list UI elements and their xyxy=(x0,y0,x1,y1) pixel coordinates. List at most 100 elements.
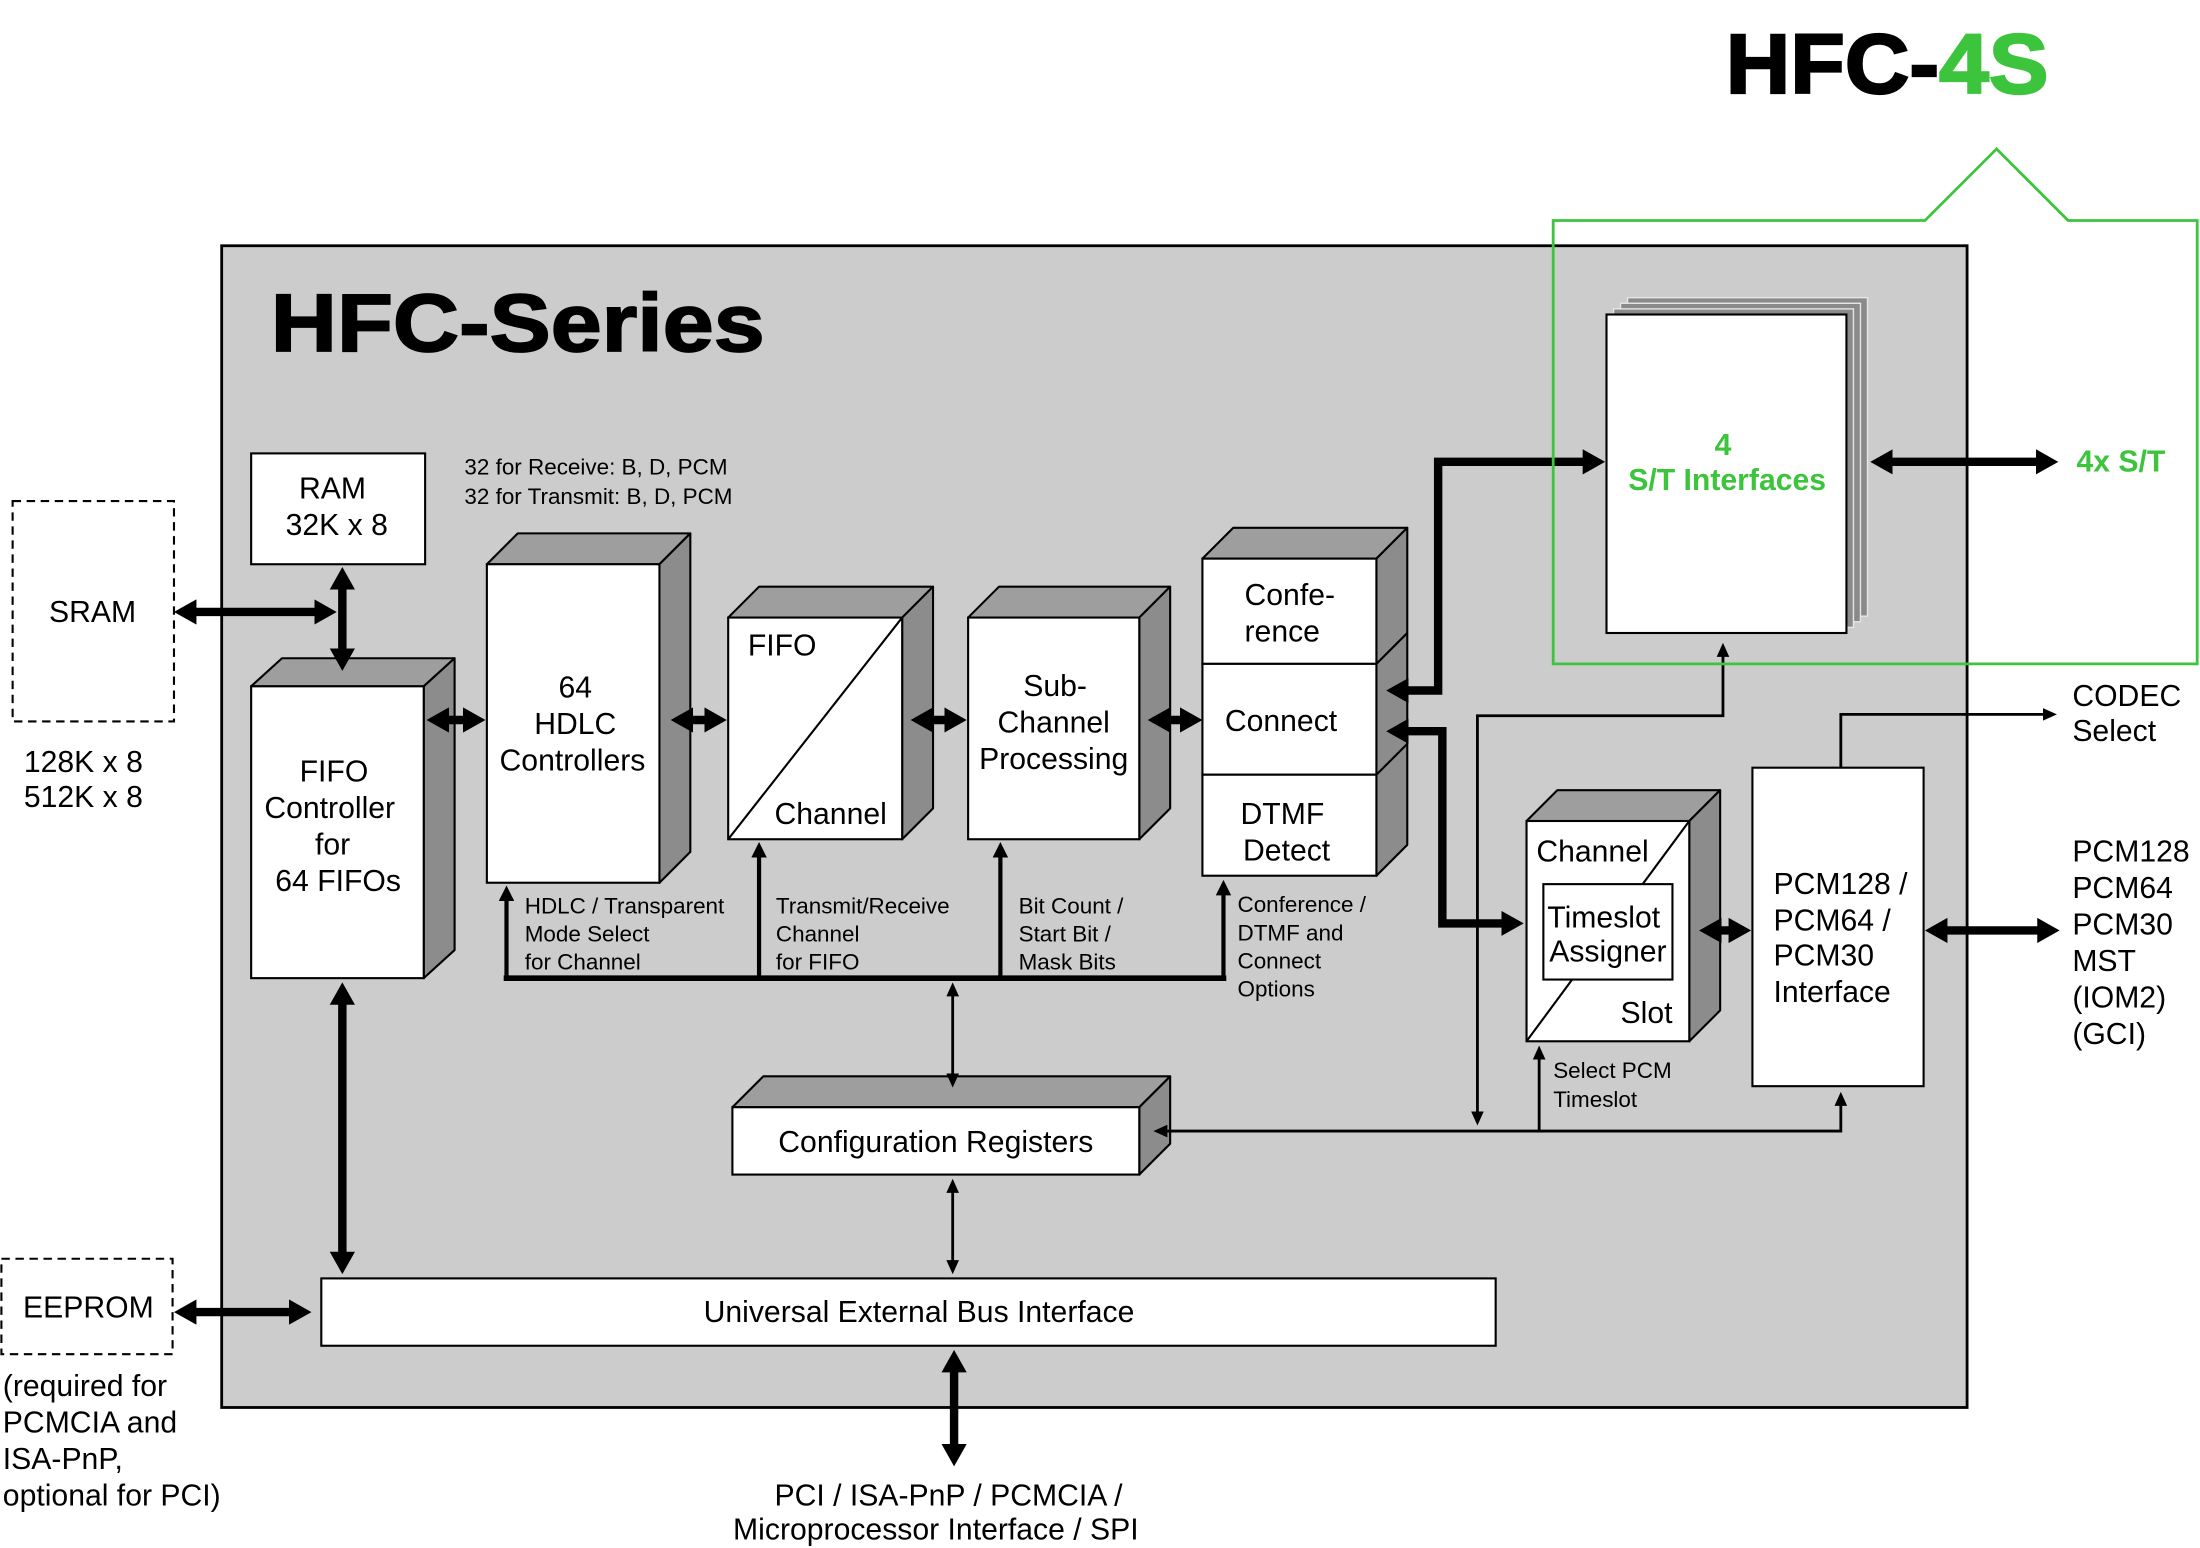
timeslot-inner-label: Timeslot Assigner xyxy=(1547,902,1668,969)
subchannel-top-face xyxy=(967,585,1172,619)
dtmf-label: DTMF Detect xyxy=(1241,798,1333,867)
st-interfaces-count: 4 xyxy=(1715,429,1732,462)
control-label-line: Mode Select xyxy=(525,922,650,947)
conference-label-line: rence xyxy=(1245,615,1320,648)
subchannel-block: Sub- Channel Processing xyxy=(967,585,1172,841)
st-interfaces-front xyxy=(1605,313,1848,635)
pcm-interface-box xyxy=(1751,766,1925,1088)
codec-select-arrow xyxy=(1839,708,2057,768)
hdlc-label-line: 64 xyxy=(558,672,592,705)
control-label-line: Connect xyxy=(1238,948,1322,973)
st-interfaces-block: 4 S/T Interfaces xyxy=(1605,296,1869,635)
pcm-interface-line: PCM30 xyxy=(1773,940,1874,973)
conference-label: Confe- rence xyxy=(1245,579,1344,648)
timeslot-assigner-block: Channel Timeslot Assigner Slot xyxy=(1525,789,1722,1043)
hdlc-controllers-block: 64 HDLC Controllers xyxy=(485,532,692,884)
subchannel-label-line: Sub- xyxy=(1023,670,1087,703)
fifo-controller-line: for xyxy=(315,829,350,862)
bus-interface-label: Universal External Bus Interface xyxy=(704,1296,1135,1329)
chip-title: HFC-4S xyxy=(1726,17,2049,111)
pcm-interface-line: PCM128 / xyxy=(1773,868,1908,901)
timeslot-bottom-label: Slot xyxy=(1621,997,1674,1030)
bit-count-label: Bit Count / Start Bit / Mask Bits xyxy=(1019,894,1130,975)
eeprom-note-line: PCMCIA and xyxy=(3,1407,177,1440)
pcm-output-label: PCM128 PCM64 PCM30 MST (IOM2) (GCI) xyxy=(2072,836,2198,1051)
sram-size-line: 128K x 8 xyxy=(24,746,143,779)
fifo-controller-side-face xyxy=(422,657,456,980)
timeslot-inner-line: Timeslot xyxy=(1547,902,1660,935)
eeprom-note-line: (required for xyxy=(3,1370,167,1403)
ram-label-line: 32K x 8 xyxy=(286,509,388,542)
control-label-line: DTMF and xyxy=(1238,920,1344,945)
bus-interface-box xyxy=(320,1277,1497,1347)
data-path-arrows xyxy=(173,449,2060,1467)
fifo-note-line: 32 for Transmit: B, D, PCM xyxy=(464,484,732,509)
codec-select-line: Select xyxy=(2072,715,2156,748)
subchannel-label-line: Channel xyxy=(998,707,1110,740)
eeprom-box xyxy=(0,1257,174,1356)
control-label-line: for FIFO xyxy=(776,950,860,975)
pcm-output-line: (GCI) xyxy=(2072,1018,2146,1051)
config-top-face xyxy=(731,1075,1172,1109)
timeslot-side-face xyxy=(1688,789,1722,1043)
conference-options-label: Conference / DTMF and Connect Options xyxy=(1238,892,1373,1001)
pcm-output-line: PCM64 xyxy=(2072,872,2173,905)
control-label-line: Start Bit / xyxy=(1019,922,1112,947)
config-st-arrow xyxy=(1471,642,1730,1126)
control-label-line: Conference / xyxy=(1238,892,1367,917)
config-pcm-arrow xyxy=(1153,1091,1848,1138)
sram-sizes: 128K x 8 512K x 8 xyxy=(24,746,151,814)
fifo-count-note: 32 for Receive: B, D, PCM 32 for Transmi… xyxy=(464,454,733,508)
config-registers-label: Configuration Registers xyxy=(778,1126,1093,1159)
sram-size-line: 512K x 8 xyxy=(24,781,143,814)
subchannel-label: Sub- Channel Processing xyxy=(979,670,1128,776)
hdlc-mode-label: HDLC / Transparent Mode Select for Chann… xyxy=(525,894,731,975)
host-interface-line: PCI / ISA-PnP / PCMCIA / xyxy=(774,1480,1123,1513)
sram-label: SRAM xyxy=(49,596,136,629)
control-label-line: Bit Count / xyxy=(1019,894,1125,919)
control-label-line: Timeslot xyxy=(1553,1087,1638,1112)
host-interface-label: PCI / ISA-PnP / PCMCIA / Microprocessor … xyxy=(733,1480,1139,1547)
chip-title-suffix: 4S xyxy=(1939,17,2048,111)
fifo-controller-line: Controller xyxy=(264,792,395,825)
dtmf-label-line: Detect xyxy=(1243,834,1331,867)
host-interface-line: Microprocessor Interface / SPI xyxy=(733,1513,1139,1546)
eeprom-note-line: optional for PCI) xyxy=(3,1480,221,1513)
sram-box xyxy=(11,500,176,723)
hdlc-label-line: HDLC xyxy=(534,708,616,741)
config-registers-block: Configuration Registers xyxy=(731,1075,1172,1176)
timeslot-top-label: Channel xyxy=(1536,836,1648,869)
subchannel-front xyxy=(967,616,1141,841)
pcm-output-line: (IOM2) xyxy=(2072,982,2166,1015)
ram-box xyxy=(250,452,427,566)
hfc-4s-highlight-outline xyxy=(1551,146,2199,666)
codec-select-line: CODEC xyxy=(2072,680,2181,713)
connect-st-arrow xyxy=(1386,449,1606,704)
dtmf-label-line: DTMF xyxy=(1241,798,1325,831)
fifo-controller-top-face xyxy=(250,657,456,688)
control-label-line: Select PCM xyxy=(1553,1058,1671,1083)
pcm-output-line: MST xyxy=(2072,945,2136,978)
st-interfaces-label: 4 S/T Interfaces xyxy=(1628,429,1826,497)
control-label-line: HDLC / Transparent xyxy=(525,894,725,919)
subchannel-label-line: Processing xyxy=(979,743,1128,776)
pcm-interface-label: PCM128 / PCM64 / PCM30 Interface xyxy=(1773,868,1915,1009)
fifo-controller-label: FIFO Controller for 64 FIFOs xyxy=(264,756,403,898)
pcm-interface-line: PCM64 / xyxy=(1773,904,1891,937)
conference-connect-dtmf-block: Confe- rence Connect DTMF Detect xyxy=(1201,526,1409,877)
connect-label: Connect xyxy=(1225,705,1338,738)
hdlc-label: 64 HDLC Controllers xyxy=(500,672,646,778)
pcm-output-line: PCM128 xyxy=(2072,836,2189,869)
fifo-controller-front xyxy=(250,685,425,980)
pcm-output-line: PCM30 xyxy=(2072,909,2173,942)
fifo-channel-block: FIFO Channel xyxy=(727,585,935,841)
conference-side-face xyxy=(1375,526,1409,877)
ram-label: RAM 32K x 8 xyxy=(286,472,388,541)
hdlc-side-face xyxy=(658,532,692,884)
eeprom-note-line: ISA-PnP, xyxy=(3,1443,123,1476)
hdlc-front xyxy=(485,563,661,884)
fifo-controller-line: 64 FIFOs xyxy=(275,865,401,898)
series-title: HFC-Series xyxy=(271,278,765,369)
fifo-channel-diagonal xyxy=(727,616,903,840)
timeslot-inner-line: Assigner xyxy=(1549,935,1666,968)
